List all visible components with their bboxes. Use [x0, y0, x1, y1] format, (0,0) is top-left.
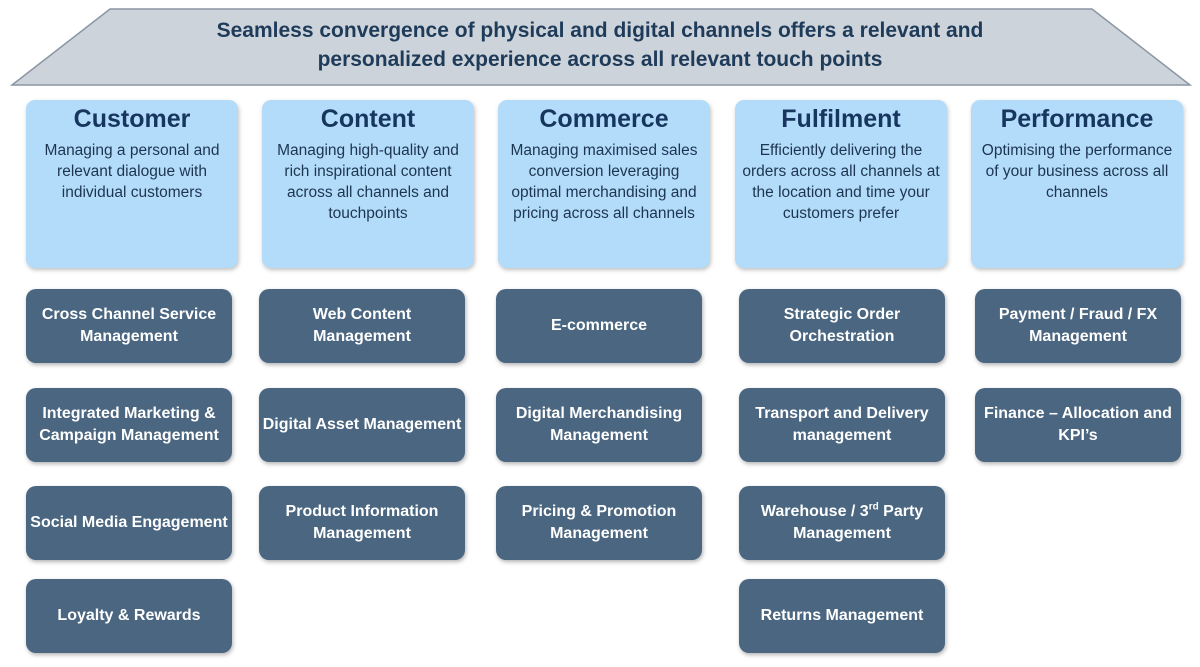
capability-box: Integrated Marketing & Campaign Manageme…	[26, 388, 232, 462]
column-description: Managing a personal and relevant dialogu…	[44, 142, 220, 201]
banner-shape	[9, 8, 1193, 86]
column-title: Content	[320, 105, 416, 133]
capability-label: Digital Merchandising Management	[515, 405, 683, 444]
capability-box: Product Information Management	[259, 486, 465, 560]
capability-box: Finance – Allocation and KPI’s	[975, 388, 1181, 462]
capability-box: E-commerce	[496, 289, 702, 363]
column-description: Managing maximised sales conversion leve…	[510, 142, 698, 222]
capability-box: Social Media Engagement	[26, 486, 232, 560]
capability-label: Pricing & Promotion Management	[521, 503, 677, 542]
capability-box: Warehouse / 3rd Party Management	[739, 486, 945, 560]
capability-box: Payment / Fraud / FX Management	[975, 289, 1181, 363]
capability-label: Transport and Delivery management	[755, 405, 929, 444]
banner-line-1: Seamless convergence of physical and dig…	[216, 19, 984, 42]
banner-text: Seamless convergence of physical and dig…	[100, 16, 1100, 74]
capability-label: Integrated Marketing & Campaign Manageme…	[39, 405, 219, 444]
capability-label: Loyalty & Rewards	[57, 607, 201, 624]
capability-label: Payment / Fraud / FX Management	[998, 306, 1158, 345]
capability-label: Social Media Engagement	[30, 514, 228, 531]
capability-box: Loyalty & Rewards	[26, 579, 232, 653]
capability-label: E-commerce	[550, 317, 648, 334]
capability-box: Strategic Order Orchestration	[739, 289, 945, 363]
column-description: Efficiently delivering the orders across…	[742, 142, 940, 222]
capability-box: Digital Asset Management	[259, 388, 465, 462]
capability-box: Returns Management	[739, 579, 945, 653]
capability-label: Product Information Management	[285, 503, 439, 542]
banner-line-2: personalized experience across all relev…	[317, 48, 883, 71]
column-title: Fulfilment	[781, 105, 901, 133]
capability-box: Web Content Management	[259, 289, 465, 363]
column-title: Commerce	[539, 105, 669, 133]
column-description: Optimising the performance of your busin…	[981, 142, 1173, 201]
column-title: Performance	[1000, 105, 1154, 133]
capability-box: Transport and Delivery management	[739, 388, 945, 462]
capability-label: Cross Channel Service Management	[41, 306, 217, 345]
column-description: Managing high-quality and rich inspirati…	[277, 142, 459, 222]
capability-label: Finance – Allocation and KPI’s	[984, 405, 1172, 444]
capability-label: Returns Management	[760, 607, 924, 624]
capability-box: Pricing & Promotion Management	[496, 486, 702, 560]
capability-label: Strategic Order Orchestration	[783, 306, 901, 345]
capability-label: Digital Asset Management	[262, 416, 462, 433]
capability-box: Cross Channel Service Management	[26, 289, 232, 363]
capability-label: Warehouse / 3rd Party Management	[760, 501, 924, 542]
capability-box: Digital Merchandising Management	[496, 388, 702, 462]
capability-label: Web Content Management	[312, 306, 412, 345]
column-title: Customer	[73, 105, 191, 133]
